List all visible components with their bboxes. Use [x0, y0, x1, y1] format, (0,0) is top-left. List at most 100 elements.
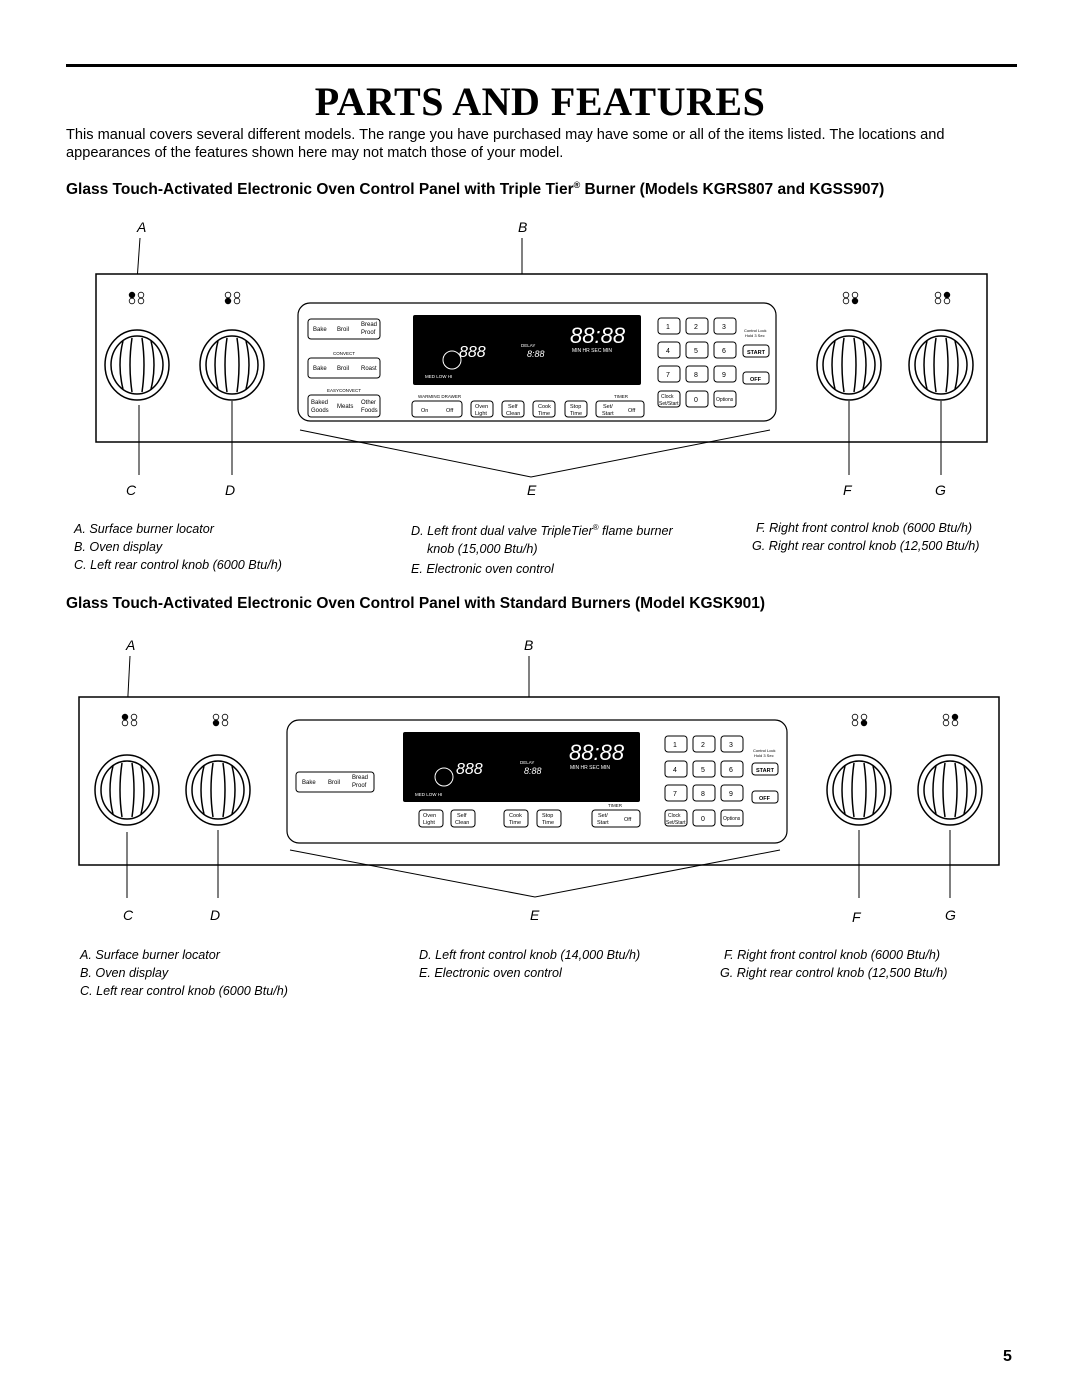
page-title: PARTS AND FEATURES: [314, 79, 766, 124]
svg-text:TIMER: TIMER: [614, 394, 629, 399]
svg-text:Clean: Clean: [506, 411, 520, 417]
svg-text:Roast: Roast: [361, 366, 377, 372]
svg-text:Light: Light: [475, 411, 487, 417]
legend-item: F. Right front control knob (6000 Btu/h): [756, 521, 973, 535]
legend-col3-s1: F. Right front control knob (6000 Btu/h)…: [752, 519, 980, 555]
svg-text:6: 6: [729, 767, 733, 774]
svg-text:Goods: Goods: [311, 408, 329, 414]
svg-text:1: 1: [666, 324, 670, 331]
svg-text:888: 888: [456, 761, 483, 778]
svg-text:3: 3: [722, 324, 726, 331]
svg-text:Hold 3 Sec: Hold 3 Sec: [754, 753, 774, 758]
svg-text:MED LOW HI: MED LOW HI: [415, 792, 442, 797]
svg-text:Time: Time: [570, 411, 582, 417]
svg-text:888: 888: [459, 344, 486, 361]
svg-text:Set/Start: Set/Start: [659, 401, 679, 407]
svg-text:4: 4: [666, 348, 670, 355]
svg-text:Set/: Set/: [598, 813, 608, 819]
svg-text:DELAY: DELAY: [520, 760, 534, 765]
legend-item: E. Electronic oven control: [411, 562, 554, 577]
legend-item: E. Electronic oven control: [419, 966, 562, 980]
svg-text:Bake: Bake: [313, 366, 327, 372]
svg-text:Cook: Cook: [509, 813, 522, 819]
svg-text:Oven: Oven: [423, 813, 436, 819]
svg-text:8:88: 8:88: [524, 766, 542, 776]
legend-item: knob (15,000 Btu/h): [427, 542, 538, 557]
svg-text:Clean: Clean: [455, 820, 469, 826]
svg-text:Bread: Bread: [361, 322, 377, 328]
svg-text:Proof: Proof: [361, 330, 376, 336]
callout-b: B: [524, 637, 533, 653]
svg-text:88:88: 88:88: [569, 740, 625, 765]
svg-text:Other: Other: [361, 400, 376, 406]
svg-text:MIN HR SEC MIN: MIN HR SEC MIN: [572, 348, 612, 354]
callout-a: A: [125, 637, 135, 653]
legend-col3-s2: F. Right front control knob (6000 Btu/h)…: [720, 946, 948, 982]
svg-text:0: 0: [701, 816, 705, 823]
svg-text:Hold 3 Sec: Hold 3 Sec: [745, 333, 765, 338]
svg-text:Off: Off: [624, 817, 632, 823]
svg-text:Bake: Bake: [313, 327, 327, 333]
svg-text:7: 7: [673, 791, 677, 798]
svg-text:Set/Start: Set/Start: [666, 820, 686, 826]
svg-text:On: On: [421, 408, 428, 414]
legend-col1-s1: A. Surface burner locator B. Oven displa…: [74, 520, 282, 574]
callout-g: G: [945, 907, 956, 923]
svg-text:Oven: Oven: [475, 404, 488, 410]
svg-text:Baked: Baked: [311, 400, 328, 406]
svg-text:Broil: Broil: [337, 327, 349, 333]
legend-col2-s1: D. Left front dual valve TripleTier® fla…: [411, 519, 673, 578]
svg-text:4: 4: [673, 767, 677, 774]
burner-locator-icon: [121, 713, 959, 727]
oven-display: [403, 732, 640, 802]
legend-item: C. Left rear control knob (6000 Btu/h): [80, 984, 288, 998]
section1-heading: Glass Touch-Activated Electronic Oven Co…: [66, 180, 885, 199]
svg-text:Off: Off: [446, 408, 454, 414]
svg-text:CONVECT: CONVECT: [333, 351, 355, 356]
svg-text:Time: Time: [542, 820, 554, 826]
legend-item: A. Surface burner locator: [80, 948, 221, 962]
svg-text:Time: Time: [538, 411, 550, 417]
svg-text:OFF: OFF: [759, 796, 771, 802]
svg-text:Self: Self: [508, 404, 518, 410]
svg-text:Broil: Broil: [328, 780, 340, 786]
svg-text:3: 3: [729, 742, 733, 749]
svg-text:9: 9: [729, 791, 733, 798]
callout-d: D: [225, 482, 235, 498]
svg-text:Stop: Stop: [570, 404, 581, 410]
svg-text:DELAY: DELAY: [521, 343, 535, 348]
svg-text:Light: Light: [423, 820, 435, 826]
svg-text:Options: Options: [723, 816, 741, 822]
callout-a: A: [136, 219, 146, 235]
page-number: 5: [1003, 1348, 1012, 1365]
legend-item: B. Oven display: [74, 540, 163, 554]
section2-heading: Glass Touch-Activated Electronic Oven Co…: [66, 595, 766, 612]
svg-text:Time: Time: [509, 820, 521, 826]
svg-text:EASYCONVECT: EASYCONVECT: [327, 388, 361, 393]
svg-text:Clock: Clock: [668, 813, 681, 819]
svg-text:5: 5: [694, 348, 698, 355]
control-knob-icon: [104, 329, 974, 401]
callout-c: C: [126, 482, 137, 498]
callout-f: F: [843, 482, 853, 498]
svg-text:Options: Options: [716, 397, 734, 403]
svg-text:6: 6: [722, 348, 726, 355]
svg-text:Start: Start: [597, 820, 609, 826]
svg-text:Clock: Clock: [661, 394, 674, 400]
svg-text:TIMER: TIMER: [608, 803, 623, 808]
svg-text:8:88: 8:88: [527, 349, 545, 359]
svg-text:Foods: Foods: [361, 408, 378, 414]
svg-text:START: START: [756, 768, 775, 774]
svg-text:Broil: Broil: [337, 366, 349, 372]
svg-text:0: 0: [694, 397, 698, 404]
svg-text:OFF: OFF: [750, 377, 762, 383]
svg-text:Bake: Bake: [302, 780, 316, 786]
legend-item: G. Right rear control knob (12,500 Btu/h…: [752, 539, 980, 553]
legend-col2-s2: D. Left front control knob (14,000 Btu/h…: [419, 946, 640, 982]
svg-text:Bread: Bread: [352, 775, 368, 781]
svg-text:WARMING DRAWER: WARMING DRAWER: [418, 394, 462, 399]
